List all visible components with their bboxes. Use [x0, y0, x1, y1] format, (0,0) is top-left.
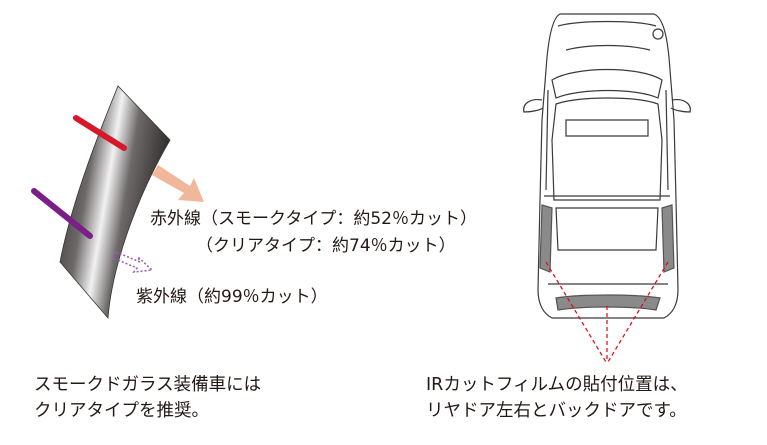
- ultraviolet-arrow-icon: [111, 251, 154, 273]
- film-position-note: IRカットフィルムの貼付位置は、 リヤドア左右とバックドアです。: [426, 372, 688, 424]
- film-position-markers: [545, 261, 669, 363]
- recommendation-note: スモークドガラス装備車には クリアタイプを推奨。: [34, 372, 261, 424]
- film-position-line-1: IRカットフィルムの貼付位置は、: [426, 375, 688, 395]
- infrared-clear-label: （クリアタイプ：約74％カット）: [196, 236, 456, 256]
- recommendation-line-1: スモークドガラス装備車には: [34, 375, 262, 395]
- ultraviolet-label: 紫外線（約99％カット）: [136, 287, 328, 307]
- infrared-arrow-icon: [152, 165, 204, 202]
- ultraviolet-ray-icon: [31, 188, 93, 239]
- glass-panel-icon: [59, 85, 171, 319]
- infrared-smoke-label: 赤外線（スモークタイプ：約52％カット）: [150, 209, 477, 229]
- recommendation-line-2: クリアタイプを推奨。: [34, 401, 209, 421]
- car-top-view-icon: [523, 13, 691, 319]
- infrared-ray-icon: [73, 115, 127, 151]
- film-position-line-2: リヤドア左右とバックドアです。: [426, 401, 687, 421]
